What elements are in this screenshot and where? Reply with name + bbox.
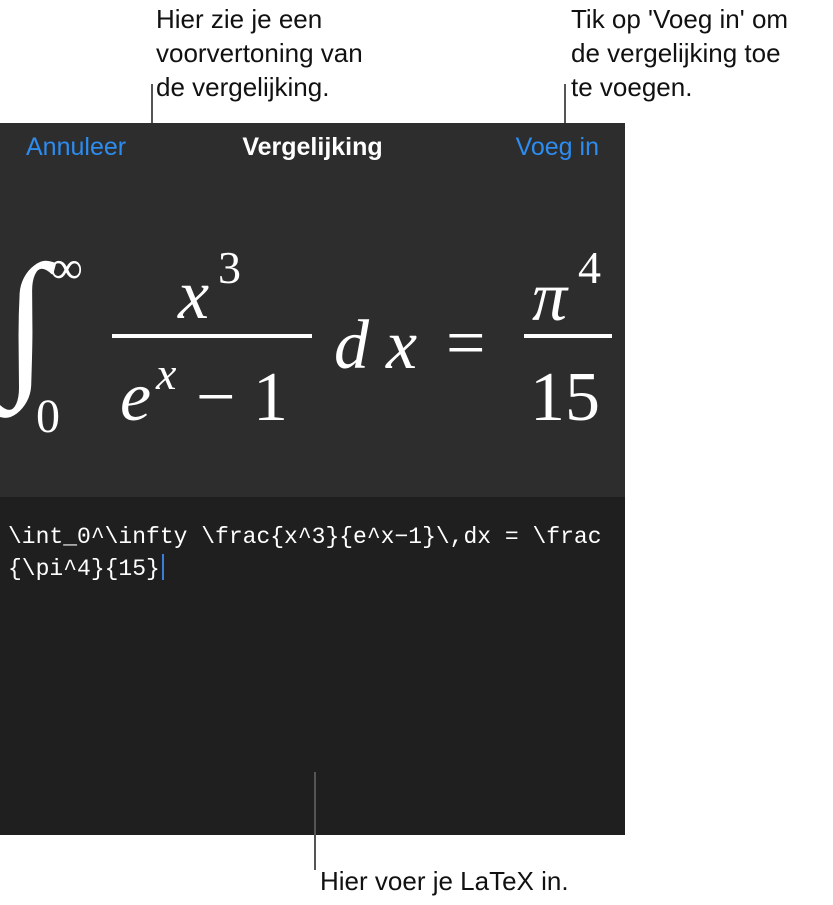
latex-callout-leader	[314, 772, 316, 870]
preview-callout-line2: voorvertoning van	[156, 38, 363, 68]
preview-callout: Hier zie je een voorvertoning van de ver…	[156, 2, 363, 104]
differential-x: x	[386, 307, 418, 384]
fraction-bar	[112, 334, 312, 338]
latex-editor[interactable]: \int_0^\infty \frac{x^3}{e^x−1}\,dx = \f…	[0, 497, 625, 835]
denominator-exponent: x	[156, 348, 177, 399]
preview-callout-line3: de vergelijking.	[156, 72, 330, 102]
latex-input[interactable]: \int_0^\infty \frac{x^3}{e^x−1}\,dx = \f…	[8, 521, 620, 585]
insert-callout-line1: Tik op 'Voeg in' om	[571, 4, 789, 34]
insert-button[interactable]: Voeg in	[515, 133, 599, 161]
preview-callout-line1: Hier zie je een	[156, 4, 323, 34]
latex-text: \int_0^\infty \frac{x^3}{e^x−1}\,dx = \f…	[8, 524, 602, 582]
equation-panel: Annuleer Vergelijking Voeg in ∫ ∞ 0 x 3 …	[0, 123, 625, 835]
insert-callout-line2: de vergelijking toe	[571, 38, 781, 68]
latex-callout: Hier voer je LaTeX in.	[320, 866, 569, 896]
rhs-denominator: 15	[530, 359, 600, 436]
denominator-rest: − 1	[196, 359, 288, 436]
header-bar: Annuleer Vergelijking Voeg in	[0, 123, 625, 173]
numerator-exponent: 3	[218, 242, 241, 293]
integral-symbol: ∫	[4, 232, 48, 410]
header-title: Vergelijking	[242, 133, 383, 161]
insert-callout-leader	[564, 84, 566, 138]
insert-callout-line3: te voegen.	[571, 72, 693, 102]
rhs-numerator-base: π	[532, 259, 568, 336]
numerator-base: x	[178, 257, 210, 334]
insert-callout: Tik op 'Voeg in' om de vergelijking toe …	[571, 2, 788, 104]
differential-d: d	[334, 307, 369, 384]
equals-sign: =	[446, 305, 486, 382]
equation-preview: Annuleer Vergelijking Voeg in ∫ ∞ 0 x 3 …	[0, 123, 625, 497]
text-caret	[161, 554, 164, 580]
integral-upper-limit: ∞	[50, 242, 83, 293]
rhs-fraction-bar	[524, 334, 612, 338]
integral-lower-limit: 0	[36, 390, 60, 443]
denominator-base: e	[120, 359, 152, 436]
rhs-numerator-exponent: 4	[578, 242, 601, 293]
cancel-button[interactable]: Annuleer	[26, 133, 127, 161]
